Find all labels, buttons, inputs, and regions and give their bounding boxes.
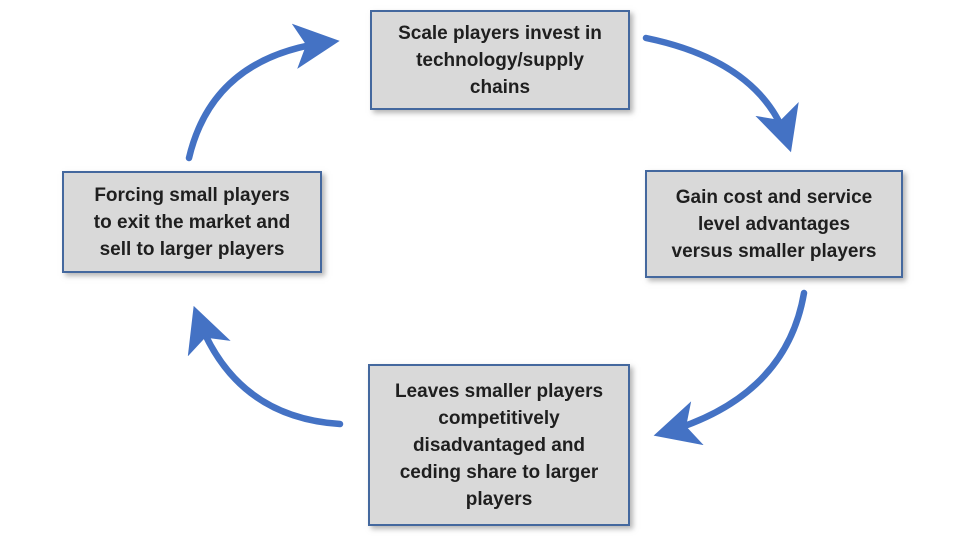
node-forcing-small-players-exit: Forcing small players to exit the market… bbox=[62, 171, 322, 273]
node-text-line: players bbox=[465, 488, 533, 510]
arrow-left-to-top bbox=[185, 23, 340, 162]
node-text-line: ceding share to larger bbox=[399, 461, 599, 483]
node-text-line: level advantages bbox=[697, 213, 851, 235]
node-text-line: versus smaller players bbox=[671, 240, 877, 262]
node-text-line: disadvantaged and bbox=[412, 434, 586, 456]
node-text-line: Gain cost and service bbox=[675, 186, 873, 208]
arrow-bottom-to-left bbox=[187, 305, 344, 428]
node-scale-players-invest: Scale players invest in technology/suppl… bbox=[370, 10, 630, 110]
arrow-right-to-bottom bbox=[653, 289, 808, 446]
node-text-line: Scale players invest in bbox=[398, 22, 602, 44]
node-smaller-players-disadvantaged: Leaves smaller players competitively dis… bbox=[368, 364, 630, 526]
node-text-line: Forcing small players bbox=[94, 184, 290, 206]
node-text-line: Leaves smaller players bbox=[394, 380, 604, 402]
node-text-line: to exit the market and bbox=[93, 211, 291, 233]
node-text-line: competitively bbox=[438, 407, 560, 429]
node-gain-cost-advantages: Gain cost and service level advantages v… bbox=[645, 170, 903, 278]
arrow-top-to-right bbox=[642, 34, 799, 153]
node-text-line: technology/supply bbox=[416, 49, 584, 71]
node-text-line: sell to larger players bbox=[99, 238, 285, 260]
node-text-line: chains bbox=[469, 76, 531, 98]
